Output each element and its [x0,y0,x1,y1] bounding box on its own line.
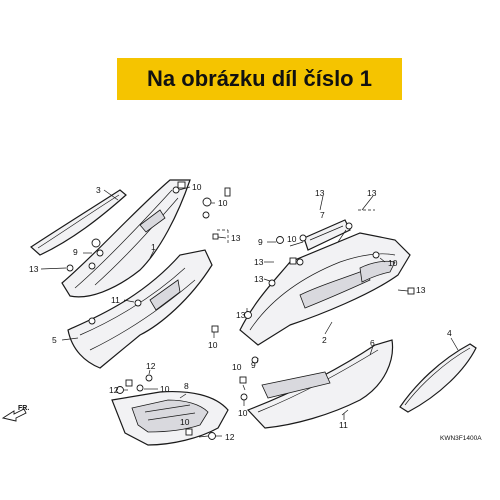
part-2-right-side-cover [239,232,411,346]
callout-10: 10 [192,182,202,192]
callout-9: 9 [73,247,78,257]
callout-13: 13 [236,310,246,320]
callout-11: 11 [339,420,348,430]
callout-10: 10 [180,417,190,427]
callout-12: 12 [109,385,119,395]
callout-11: 11 [111,295,120,305]
callout-1: 1 [151,242,156,252]
part-4-right-side-trim [399,343,477,413]
part-5-left-floor-step [67,249,213,369]
callout-9: 9 [251,360,256,370]
part-3-left-side-trim [30,189,127,256]
callout-8: 8 [184,381,189,391]
leader-lines [40,186,459,438]
callout-10: 10 [287,234,297,244]
callout-10: 10 [232,362,242,372]
callout-13: 13 [29,264,39,274]
title-banner: Na obrázku díl číslo 1 [117,58,402,100]
callout-10: 10 [218,198,228,208]
part-7-lid [303,219,351,251]
callout-10: 10 [160,384,170,394]
callout-13: 13 [367,188,377,198]
callout-4: 4 [447,328,452,338]
diagram-code: KWN3F1400A [440,435,482,442]
callout-12: 12 [146,361,156,371]
callout-12: 12 [225,432,235,442]
part-8-undercover [111,390,229,446]
callout-3: 3 [96,185,101,195]
callout-10: 10 [238,408,248,418]
callout-numbers: 3 10 10 13 1 9 13 11 5 10 12 12 10 8 10 … [29,182,452,442]
hardware [66,181,415,440]
callout-13: 13 [254,257,264,267]
callout-13: 13 [315,188,325,198]
callout-2: 2 [322,335,327,345]
callout-7: 7 [320,210,325,220]
callout-10: 10 [388,258,398,268]
front-direction-arrow: FR. [1,405,29,422]
fr-label: FR. [18,405,29,412]
callout-13: 13 [254,274,264,284]
banner-text: Na obrázku díl číslo 1 [147,66,372,91]
callout-5: 5 [52,335,57,345]
callout-9: 9 [258,237,263,247]
callout-6: 6 [370,338,375,348]
part-6-right-floor-step [246,339,394,429]
callout-13: 13 [231,233,241,243]
callout-13: 13 [416,285,426,295]
callout-10: 10 [208,340,218,350]
